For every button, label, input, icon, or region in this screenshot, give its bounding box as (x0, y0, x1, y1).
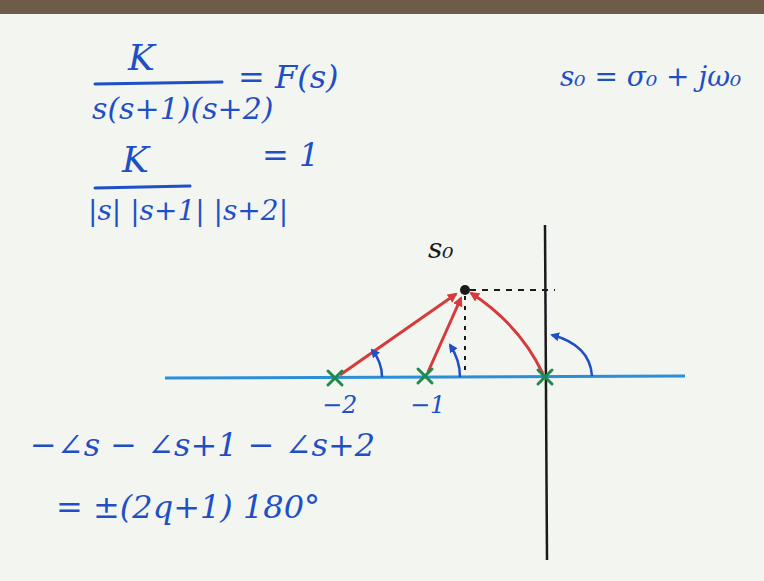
test-point (460, 285, 470, 295)
magnitude-denominator: |s| |s+1| |s+2| (88, 196, 288, 227)
board-frame (0, 0, 764, 14)
magnitude-condition: = 1 (262, 138, 319, 173)
function-name: = F(s) (238, 60, 339, 95)
transfer-denominator: s(s+1)(s+2) (92, 92, 273, 125)
pole-vector (471, 293, 543, 374)
pole-value: −1 (410, 392, 445, 418)
gain-symbol: K (122, 140, 149, 180)
angle-arc (450, 345, 460, 377)
test-point-definition: s₀ = σ₀ + jω₀ (560, 62, 741, 93)
imaginary-axis (545, 225, 547, 560)
fraction-bar (95, 82, 222, 84)
pole-vector (340, 294, 456, 375)
projection-line (464, 296, 466, 372)
fraction-bar (95, 186, 190, 188)
angle-arc (372, 350, 382, 377)
angle-condition: = ±(2q+1) 180° (56, 490, 320, 525)
test-point-label: s₀ (428, 234, 454, 265)
pole-value: −2 (322, 392, 357, 418)
pole-marks (328, 369, 552, 385)
angle-sum: −∠s − ∠s+1 − ∠s+2 (30, 428, 375, 463)
gain-symbol: K (128, 38, 155, 78)
angle-arc (552, 335, 592, 376)
projection-line (470, 289, 555, 291)
pole-vector (428, 298, 461, 372)
